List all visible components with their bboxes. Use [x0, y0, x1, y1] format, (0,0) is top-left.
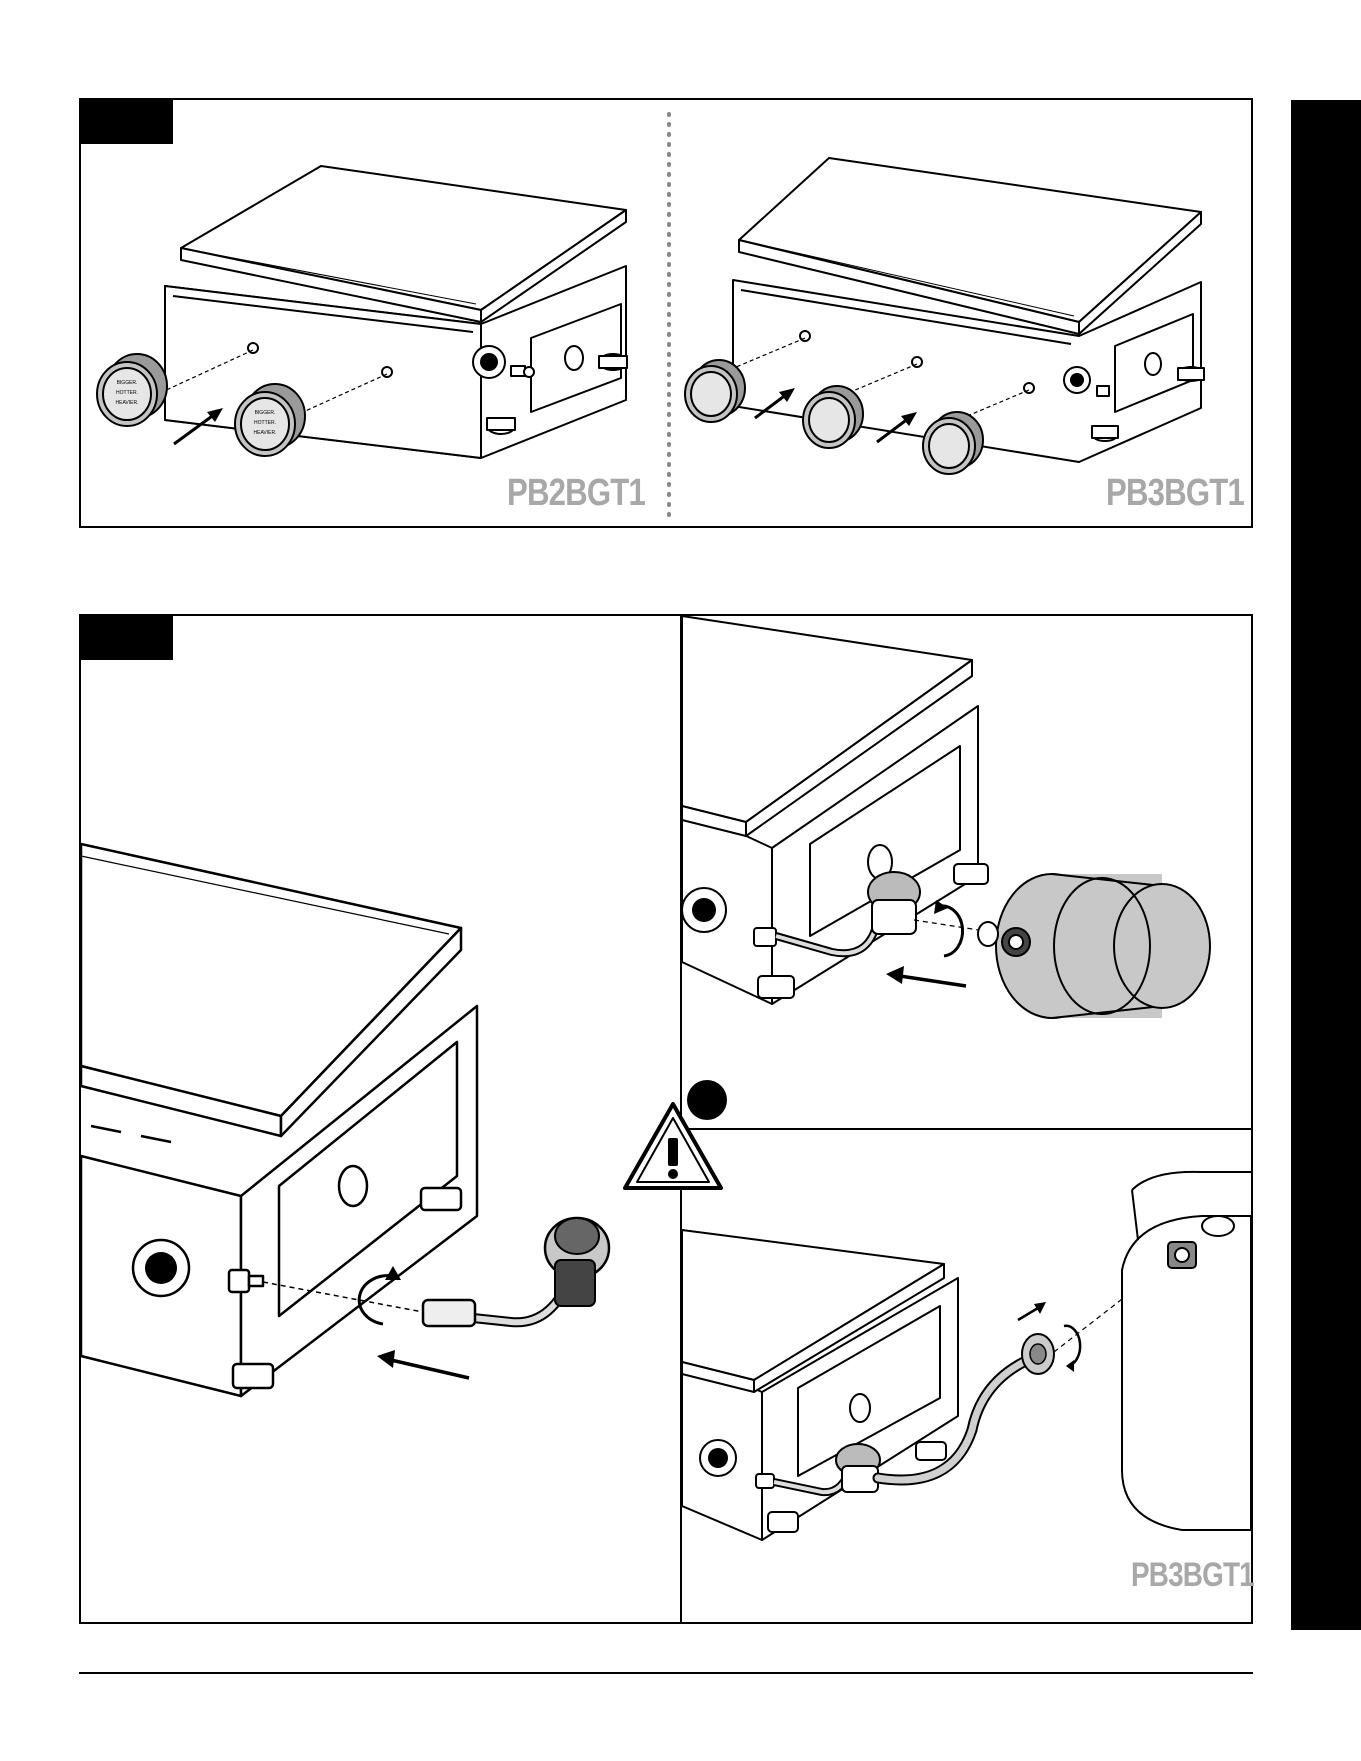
regulator-connection-illustration: [81, 616, 680, 1622]
model-label-bottom: PB3BGT1: [1131, 1556, 1254, 1595]
svg-text:BIGGER.: BIGGER.: [255, 410, 276, 416]
model-label-left: PB2BGT1: [507, 472, 645, 515]
direction-arrow-icon: [886, 966, 966, 986]
side-section-tab: [1291, 100, 1361, 1630]
brand-badge-icon: [133, 1240, 189, 1296]
regulator-icon: [545, 1218, 609, 1306]
propane-cylinder-large-icon: [1122, 1172, 1251, 1530]
rotate-arrow-icon: [1064, 1326, 1080, 1372]
black-circle-marker-icon: [687, 1080, 727, 1120]
griddle-3-burner-illustration: [669, 100, 1255, 530]
brand-badge-icon: [1064, 367, 1090, 393]
propane-tank-hose-connection-illustration: [682, 1130, 1251, 1622]
brand-badge-icon: [700, 1440, 736, 1476]
brand-badge-icon: [682, 888, 726, 932]
svg-text:HOTTER.: HOTTER.: [254, 420, 276, 426]
hose-fitting-icon: [1022, 1334, 1054, 1374]
rotate-arrow-icon: [934, 900, 963, 956]
control-knob-cap-2: BIGGER. HOTTER. HEAVIER.: [81, 100, 669, 530]
disposable-tank-connection-illustration: [682, 616, 1251, 1128]
top-figure-panel: BIGGER. HOTTER. HEAVIER. BIGGER. HOTTER.…: [79, 98, 1253, 528]
regulator-icon: [868, 872, 920, 934]
footer-rule: [79, 1672, 1253, 1674]
direction-arrow-icon: [1018, 1302, 1046, 1320]
bottom-figure-panel: PB3BGT1: [79, 614, 1253, 1624]
propane-cylinder-small-icon: [978, 874, 1210, 1018]
regulator-icon: [836, 1444, 880, 1492]
model-label-right: PB3BGT1: [1106, 472, 1244, 515]
svg-text:HEAVIER.: HEAVIER.: [254, 430, 277, 436]
direction-arrow-icon: [377, 1350, 469, 1378]
